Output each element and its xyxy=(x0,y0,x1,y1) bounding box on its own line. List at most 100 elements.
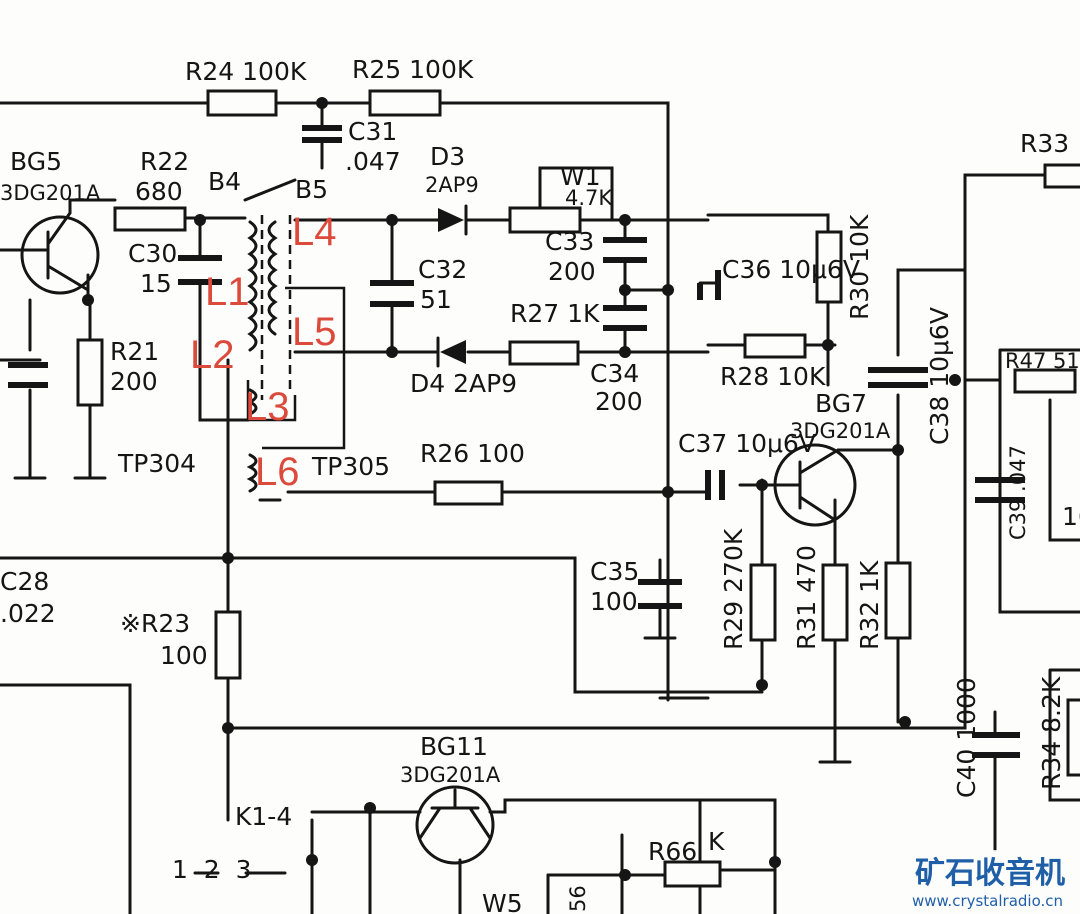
label-bg11-type: 3DG201A xyxy=(400,763,501,787)
capacitor-c36 xyxy=(697,270,721,300)
label-bg5-name: BG5 xyxy=(10,147,62,176)
capacitor-c39 xyxy=(975,477,1025,503)
label-c32-value: 51 xyxy=(420,285,452,314)
capacitor-c32 xyxy=(370,280,414,307)
resistor-r28 xyxy=(743,333,807,359)
label-bg11-name: BG11 xyxy=(420,732,488,761)
resistor-r34 xyxy=(1066,698,1080,777)
label-k1-4: K1-4 xyxy=(235,802,292,831)
label-c35-value: 100 xyxy=(590,587,638,616)
label-r47: R47 51 xyxy=(1005,349,1080,373)
resistor-r66 xyxy=(663,860,722,888)
capacitor-c35 xyxy=(638,579,682,609)
label-c32-name: C32 xyxy=(418,255,467,284)
coil-label-l3: L3 xyxy=(245,385,290,429)
label-switch-pins: 1 2 3 xyxy=(172,855,252,884)
capacitor-c34 xyxy=(603,305,647,331)
label-b4: B4 xyxy=(208,167,241,196)
label-r24: R24 100K xyxy=(185,57,307,86)
coil-annotations: L1 L2 L3 L4 L5 L6 xyxy=(190,210,337,494)
resistor-w1 xyxy=(508,206,582,234)
label-c33-name: C33 xyxy=(545,227,594,256)
coil-label-l4: L4 xyxy=(292,210,337,254)
diode-d4 xyxy=(436,336,466,368)
label-c37: C37 10μ6V xyxy=(678,429,816,458)
label-w1-name: W1 xyxy=(560,162,601,191)
label-d3-name: D3 xyxy=(430,142,465,171)
coil-label-l1: L1 xyxy=(205,270,250,314)
label-r25: R25 100K xyxy=(352,55,474,84)
watermark-title: 矿石收音机 xyxy=(915,856,1065,891)
label-w5: W5 xyxy=(482,889,523,914)
label-r23-name: ※R23 xyxy=(120,609,190,638)
watermark: 矿石收音机 www.crystalradio.cn xyxy=(908,850,1080,914)
label-r33: R33 xyxy=(1020,129,1069,158)
label-d3-type: 2AP9 xyxy=(425,173,479,197)
transistor-bg7 xyxy=(773,443,857,527)
resistor-r29 xyxy=(749,563,777,642)
capacitor-c31 xyxy=(302,125,342,143)
resistor-r26 xyxy=(433,480,504,506)
resistor-r23 xyxy=(214,610,242,680)
resistor-r25 xyxy=(368,89,442,117)
label-c40: C40 1000 xyxy=(952,677,981,798)
transistor-bg5 xyxy=(20,211,100,295)
transistors xyxy=(20,211,857,865)
transformer-b4-b5 xyxy=(243,178,297,502)
capacitor-c37 xyxy=(705,470,725,500)
resistors xyxy=(76,89,1080,888)
label-c28-value: .022 xyxy=(0,599,56,628)
resistor-r30 xyxy=(815,230,843,304)
label-r66: R66 xyxy=(648,837,697,866)
label-r22-name: R22 xyxy=(140,147,189,176)
coil-label-l6: L6 xyxy=(255,450,300,494)
capacitor-c33 xyxy=(603,237,647,263)
capacitor-c28 xyxy=(8,362,48,388)
label-edge-16: 16 xyxy=(1062,502,1080,531)
capacitor-c30 xyxy=(178,255,222,285)
label-tp304: TP304 xyxy=(117,449,196,478)
resistor-r22 xyxy=(113,206,187,232)
label-c33-value: 200 xyxy=(548,257,596,286)
label-c34-value: 200 xyxy=(595,387,643,416)
resistor-r47 xyxy=(1013,368,1077,394)
label-bg7-name: BG7 xyxy=(815,389,867,418)
label-r29: R29 270K xyxy=(719,528,748,650)
label-c31-value: .047 xyxy=(345,147,401,176)
diode-d3 xyxy=(438,204,468,236)
resistor-r32 xyxy=(884,561,912,640)
label-r32: R32 1K xyxy=(855,560,884,650)
label-bg7-type: 3DG201A xyxy=(790,419,891,443)
resistor-r24 xyxy=(206,89,278,117)
label-d4: D4 2AP9 xyxy=(410,369,517,398)
label-edge-56: 56 xyxy=(566,885,590,912)
capacitors xyxy=(8,125,1025,758)
label-r30: R30 10K xyxy=(845,214,874,320)
label-c30-name: C30 xyxy=(128,239,177,268)
label-r34: R34 8.2K xyxy=(1037,676,1066,790)
label-b5: B5 xyxy=(295,175,328,204)
label-c30-value: 15 xyxy=(140,269,172,298)
label-c28-name: C28 xyxy=(0,567,49,596)
watermark-url: www.crystalradio.cn xyxy=(912,892,1063,910)
resistor-r33 xyxy=(1043,163,1080,189)
label-r22-value: 680 xyxy=(135,177,183,206)
label-c35-name: C35 xyxy=(590,557,639,586)
resistor-r31 xyxy=(821,563,849,642)
diodes xyxy=(436,204,468,368)
label-r21-name: R21 xyxy=(110,337,159,366)
label-c31-name: C31 xyxy=(348,117,397,146)
resistor-r27 xyxy=(508,340,580,366)
label-c34-name: C34 xyxy=(590,359,639,388)
label-c39: C39 .047 xyxy=(1006,445,1030,540)
coil-label-l2: L2 xyxy=(190,333,235,377)
label-r26: R26 100 xyxy=(420,439,525,468)
label-r21-value: 200 xyxy=(110,367,158,396)
label-w1-value: 4.7K xyxy=(565,186,613,210)
label-c36: C36 10μ6V xyxy=(722,255,860,284)
transistor-bg11 xyxy=(415,785,495,865)
label-r27: R27 1K xyxy=(510,299,600,328)
resistor-r21 xyxy=(76,338,104,407)
